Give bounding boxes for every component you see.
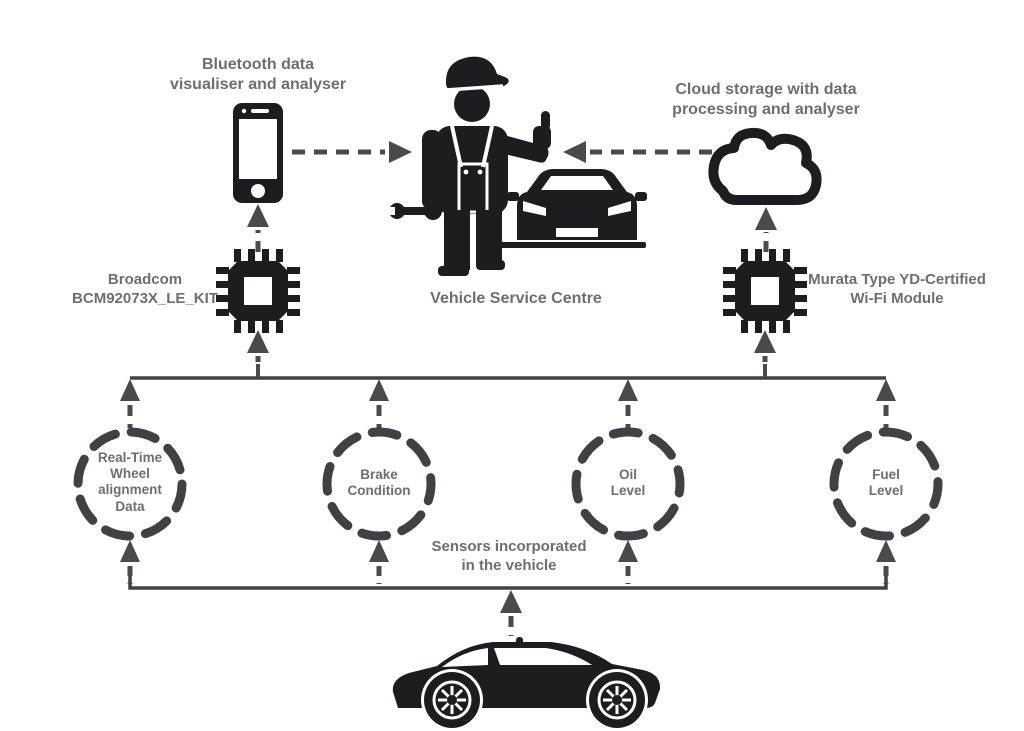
sensor-circle-brake bbox=[322, 427, 436, 541]
cloud-label: Cloud storage with data processing and a… bbox=[672, 81, 860, 118]
arrow-phone-to-service-centre bbox=[292, 141, 412, 163]
car-wheel-icon bbox=[589, 672, 645, 728]
car-side-icon bbox=[392, 637, 661, 731]
smartphone-icon bbox=[233, 103, 283, 203]
cloud-icon bbox=[708, 127, 822, 205]
arrow-bus-to-oil bbox=[618, 540, 638, 584]
arrow-vehicle-to-bus bbox=[500, 590, 522, 636]
bluetooth-module-label: Broadcom BCM92073X_LE_KIT bbox=[72, 271, 218, 307]
car-wheel-icon bbox=[424, 672, 480, 728]
phone-label: Bluetooth data visualiser and analyser bbox=[169, 56, 347, 93]
sensor-brake-label: Brake Condition bbox=[347, 467, 411, 499]
arrow-wifi-module-to-cloud bbox=[755, 207, 777, 252]
arrow-fuel-to-bus bbox=[876, 379, 896, 428]
arrow-bluetooth-module-to-phone bbox=[247, 204, 269, 252]
sensor-bus-bottom-line bbox=[128, 574, 888, 590]
sensor-fuel-label: Fuel Level bbox=[868, 467, 904, 499]
sensor-circle-oil bbox=[571, 427, 685, 541]
wifi-chip-icon bbox=[723, 249, 807, 333]
arrow-bus-to-brake bbox=[369, 540, 389, 584]
sensor-circle-wheel bbox=[73, 427, 187, 541]
service-centre-label: Vehicle Service Centre bbox=[430, 290, 602, 307]
arrow-bus-to-wifi-module bbox=[754, 330, 776, 378]
arrow-cloud-to-service-centre bbox=[563, 141, 712, 163]
arrow-wheel-to-bus bbox=[120, 379, 140, 428]
sensor-oil-label: Oil Level bbox=[610, 467, 646, 499]
arrow-oil-to-bus bbox=[618, 379, 638, 428]
bluetooth-chip-icon bbox=[216, 249, 300, 333]
mechanic-icon bbox=[388, 56, 551, 276]
arrow-bus-to-fuel bbox=[876, 540, 896, 584]
car-front-icon bbox=[494, 169, 647, 248]
arrow-bus-to-bluetooth-module bbox=[247, 330, 269, 378]
sensors-label: Sensors incorporated in the vehicle bbox=[431, 538, 587, 574]
sensor-wheel-label: Real-Time Wheel alignment Data bbox=[97, 450, 163, 514]
arrow-brake-to-bus bbox=[369, 379, 389, 428]
wifi-module-label: Murata Type YD-Certified Wi-Fi Module bbox=[808, 271, 986, 307]
sensor-circle-fuel bbox=[829, 427, 943, 541]
arrow-bus-to-wheel bbox=[120, 540, 140, 584]
